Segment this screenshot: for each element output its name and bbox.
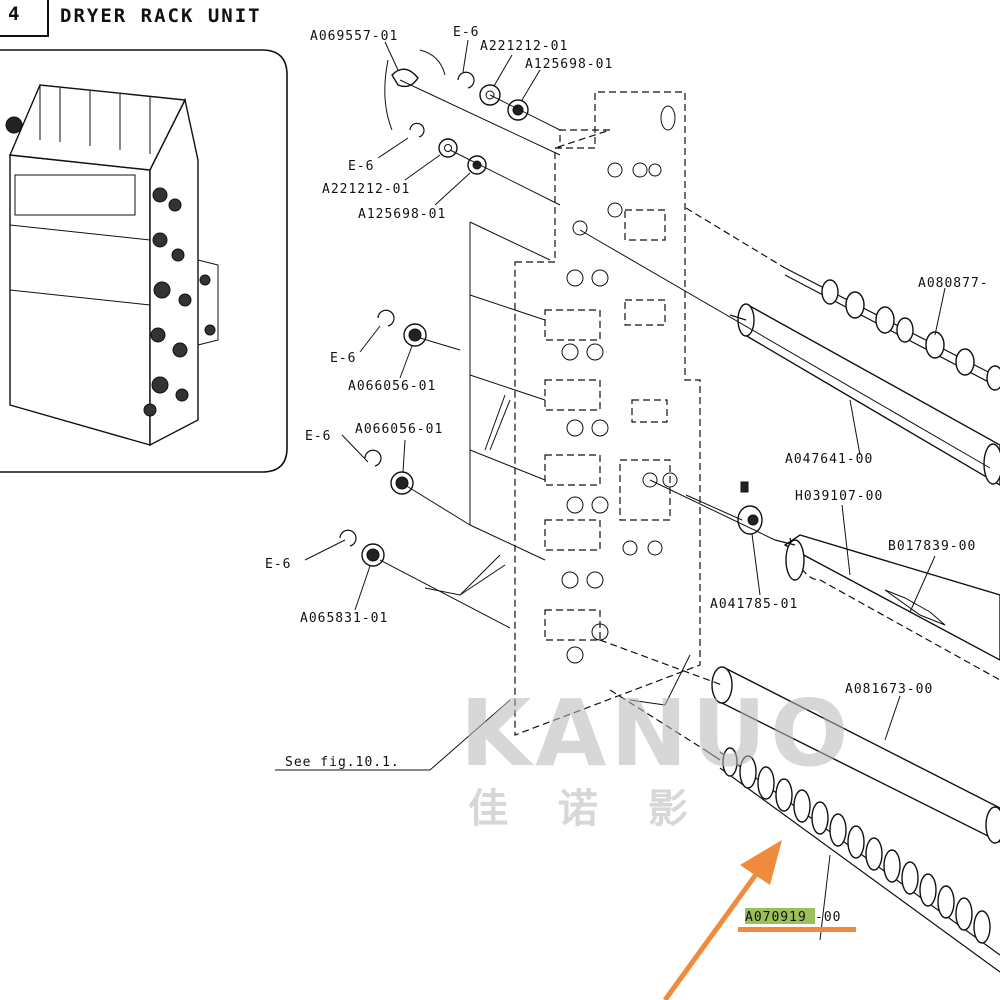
roller-a081673: [599, 639, 1000, 844]
part-underline: [738, 927, 856, 932]
label-a065831: A065831-01: [300, 611, 388, 626]
label-a070919-highlighted: A070919: [745, 910, 807, 925]
dryer-rack-illustration: [5, 84, 219, 447]
pointer-arrow-icon: [662, 840, 782, 1000]
label-h039107: H039107-00: [795, 489, 883, 504]
label-e6-top: E-6: [453, 25, 479, 40]
roller-h039107: [774, 534, 1000, 681]
small-parts: [339, 68, 763, 567]
side-plate: [514, 91, 701, 736]
page-title: DRYER RACK UNIT: [60, 5, 262, 27]
watermark: KANUO 佳 诺 影: [460, 680, 852, 832]
label-a070919-suffix: -00: [815, 910, 841, 925]
label-a125698-mid: A125698-01: [358, 207, 446, 222]
label-e6-1: E-6: [330, 351, 356, 366]
part-labels: A069557-01 E-6 A221212-01 A125698-01 E-6…: [265, 25, 989, 925]
label-a221212-top: A221212-01: [480, 39, 568, 54]
roller-a047641: [729, 303, 1000, 486]
label-a069557: A069557-01: [310, 29, 398, 44]
label-a125698-top: A125698-01: [525, 57, 613, 72]
watermark-brand: KANUO: [460, 680, 852, 787]
label-a080877: A080877-: [918, 276, 989, 291]
label-e6-mid: E-6: [348, 159, 374, 174]
label-a066056-2: A066056-01: [355, 422, 443, 437]
watermark-chinese: 佳 诺 影: [468, 786, 706, 832]
label-a047641: A047641-00: [785, 452, 873, 467]
shaft-a080877: [685, 207, 1000, 391]
label-a041785: A041785-01: [710, 597, 798, 612]
label-connectors: [275, 39, 946, 941]
label-e6-2: E-6: [305, 429, 331, 444]
label-a066056-1: A066056-01: [348, 379, 436, 394]
overview-inset: [0, 49, 288, 473]
header: 4 DRYER RACK UNIT: [0, 0, 262, 37]
figure-number-box: [0, 0, 49, 37]
label-a221212-mid: A221212-01: [322, 182, 410, 197]
part-highlight: [745, 908, 815, 924]
roller-a070919: [609, 689, 1000, 973]
label-b017839: B017839-00: [888, 539, 976, 554]
label-e6-3: E-6: [265, 557, 291, 572]
label-see-fig: See fig.10.1.: [285, 755, 400, 770]
bracket-frame: [469, 221, 551, 561]
figure-number: 4: [8, 3, 21, 25]
leader-lines: [379, 49, 991, 706]
label-a081673: A081673-00: [845, 682, 933, 697]
